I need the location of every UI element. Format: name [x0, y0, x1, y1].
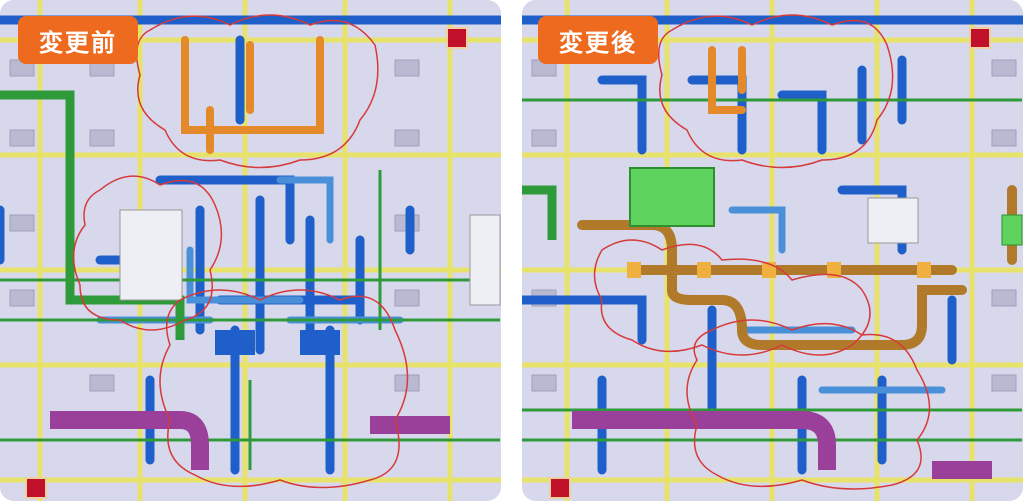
after-panel: 変更後: [522, 0, 1023, 501]
green-thin-lines: [522, 98, 1022, 442]
corner-marker: [25, 477, 47, 499]
revision-clouds: [72, 14, 409, 489]
background-windows: [531, 59, 1017, 392]
equipment-unit: [119, 209, 183, 301]
purple-ducts: [50, 411, 450, 470]
corner-marker: [446, 27, 468, 49]
revision-clouds: [593, 14, 931, 490]
corner-marker: [969, 27, 991, 49]
purple-ducts: [572, 411, 992, 479]
before-panel: 変更前: [0, 0, 501, 501]
green-pipes: [522, 185, 557, 240]
green-thin-lines: [0, 170, 500, 470]
orange-pipes: [708, 46, 746, 114]
relocated-equipment: [629, 167, 715, 227]
light-blue-pipes: [728, 206, 946, 394]
orange-pipes: [181, 36, 324, 154]
valve-block: [300, 330, 340, 355]
green-pipes: [0, 90, 185, 340]
pipe-joints: [627, 262, 931, 278]
valve-block: [215, 330, 255, 355]
after-label: 変更後: [538, 16, 658, 64]
before-cad-render: [0, 0, 501, 501]
before-label: 変更前: [18, 16, 138, 64]
equipment-unit: [867, 197, 919, 244]
equipment-unit: [1001, 214, 1023, 246]
equipment-unit: [469, 214, 501, 306]
after-cad-render: [522, 0, 1023, 501]
corner-marker: [549, 477, 571, 499]
